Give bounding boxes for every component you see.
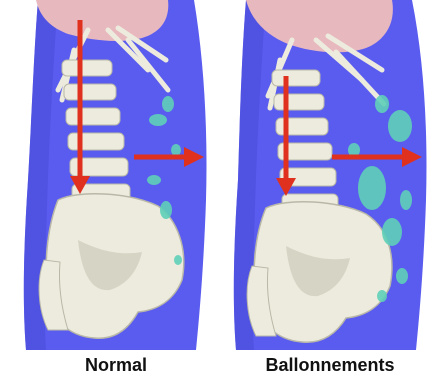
normal-ct-render <box>18 0 214 350</box>
bloating-caption: Ballonnements <box>232 352 428 378</box>
normal-panel <box>18 0 214 350</box>
bloating-panel <box>232 0 428 350</box>
bloating-ct-render <box>232 0 428 350</box>
normal-caption: Normal <box>18 352 214 378</box>
